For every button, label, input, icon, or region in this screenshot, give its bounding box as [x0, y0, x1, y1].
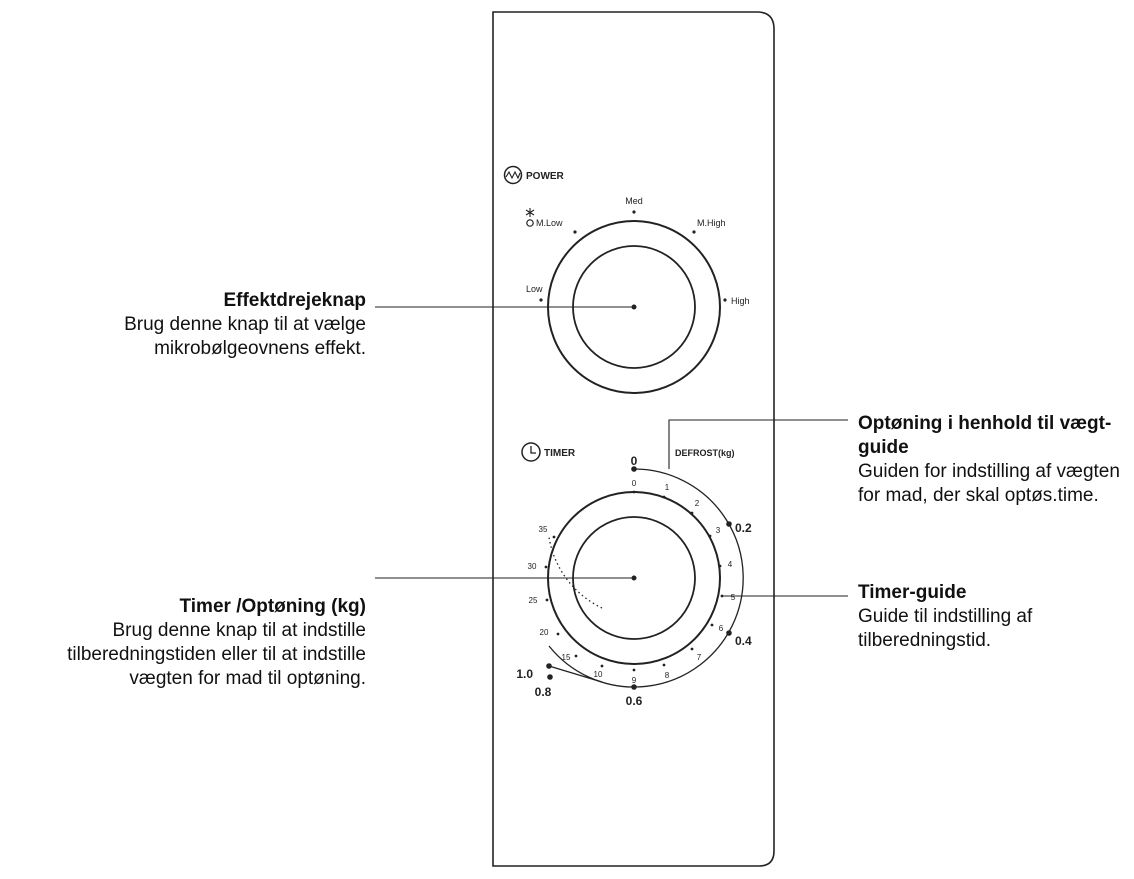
power-setting-m-low: M.Low [536, 218, 577, 234]
timer-tick-7: 7 [690, 647, 702, 662]
clock-icon [521, 442, 541, 462]
timer-tick-5: 5 [720, 593, 736, 602]
svg-text:5: 5 [731, 593, 736, 602]
weight-tick-0-6: 0.6 [626, 684, 643, 708]
callout-timer-guide-title: Timer-guide [858, 582, 967, 603]
svg-text:35: 35 [539, 525, 548, 534]
svg-text:30: 30 [528, 562, 537, 571]
timer-scale-arc-dotted [548, 536, 603, 609]
callout-timer-guide-desc: Guide til indstilling af tilberedningsti… [858, 606, 1033, 651]
callout-timer-knob: Timer /Optøning (kg) Brug denne knap til… [0, 595, 366, 691]
callout-timer-desc: Brug denne knap til at indstille tilbere… [67, 620, 366, 689]
callout-power-title: Effektdrejeknap [223, 290, 366, 311]
timer-tick-8: 8 [662, 663, 670, 680]
svg-text:M.Low: M.Low [536, 218, 563, 228]
weight-scale-arc [548, 468, 744, 688]
svg-text:M.High: M.High [697, 218, 726, 228]
svg-text:1.0: 1.0 [516, 667, 533, 681]
timer-tick-20: 20 [540, 628, 560, 637]
svg-text:0: 0 [632, 479, 637, 488]
timer-tick-4: 4 [718, 560, 733, 569]
callout-timer-guide: Timer-guide Guide til indstilling af til… [858, 581, 1134, 653]
svg-text:High: High [731, 296, 750, 306]
power-setting-low: Low [526, 284, 543, 302]
power-wave-icon [503, 165, 523, 185]
timer-tick-0: 0 [632, 479, 637, 494]
svg-text:0: 0 [631, 454, 638, 468]
callout-power-desc: Brug denne knap til at vælge mikrobølgeo… [124, 314, 366, 359]
timer-tick-15: 15 [562, 653, 578, 662]
timer-tick-9: 9 [632, 668, 637, 685]
timer-tick-6: 6 [710, 623, 724, 633]
weight-1-0-connector [548, 665, 603, 683]
callout-defrost-guide: Optøning i henhold til vægt-guide Guiden… [858, 412, 1134, 508]
timer-tick-35: 35 [539, 525, 556, 539]
svg-text:7: 7 [697, 653, 702, 662]
svg-text:10: 10 [594, 670, 603, 679]
timer-tick-30: 30 [528, 562, 548, 571]
timer-tick-25: 25 [529, 596, 549, 605]
weight-tick-0-2: 0.2 [726, 521, 752, 535]
timer-tick-10: 10 [594, 664, 604, 679]
power-label: POWER [526, 171, 565, 182]
svg-text:0.6: 0.6 [626, 694, 643, 708]
svg-text:4: 4 [728, 560, 733, 569]
control-panel-outline [492, 11, 775, 867]
svg-text:25: 25 [529, 596, 538, 605]
callout-defrost-desc: Guiden for indstilling af vægten for mad… [858, 461, 1120, 506]
leader-line-defrost [668, 419, 848, 469]
power-setting-m-high: M.High [692, 218, 726, 234]
svg-text:2: 2 [695, 499, 700, 508]
svg-text:Low: Low [526, 284, 543, 294]
defrost-label: DEFROST(kg) [675, 448, 735, 458]
power-setting-med: Med [625, 196, 643, 214]
svg-text:1: 1 [665, 483, 670, 492]
timer-tick-3: 3 [708, 526, 721, 538]
svg-text:0.8: 0.8 [535, 685, 552, 699]
svg-text:6: 6 [719, 624, 724, 633]
defrost-snowflake-icon [525, 208, 535, 227]
timer-label: TIMER [544, 448, 576, 459]
svg-text:20: 20 [540, 628, 549, 637]
svg-text:Med: Med [625, 196, 643, 206]
weight-tick-0-8: 0.8 [535, 674, 553, 699]
svg-text:15: 15 [562, 653, 571, 662]
svg-text:0.2: 0.2 [735, 521, 752, 535]
svg-text:9: 9 [632, 676, 637, 685]
weight-tick-0-4: 0.4 [726, 630, 752, 648]
callout-timer-title: Timer /Optøning (kg) [179, 596, 366, 617]
weight-tick-1-0: 1.0 [516, 663, 552, 681]
svg-text:8: 8 [665, 671, 670, 680]
power-setting-high: High [723, 296, 750, 306]
callout-defrost-title: Optøning i henhold til vægt-guide [858, 413, 1112, 458]
svg-text:0.4: 0.4 [735, 634, 752, 648]
svg-text:3: 3 [716, 526, 721, 535]
timer-tick-1: 1 [662, 483, 670, 499]
callout-power-knob: Effektdrejeknap Brug denne knap til at v… [0, 289, 366, 361]
timer-tick-2: 2 [690, 499, 700, 515]
weight-tick-0: 0 [631, 454, 638, 472]
